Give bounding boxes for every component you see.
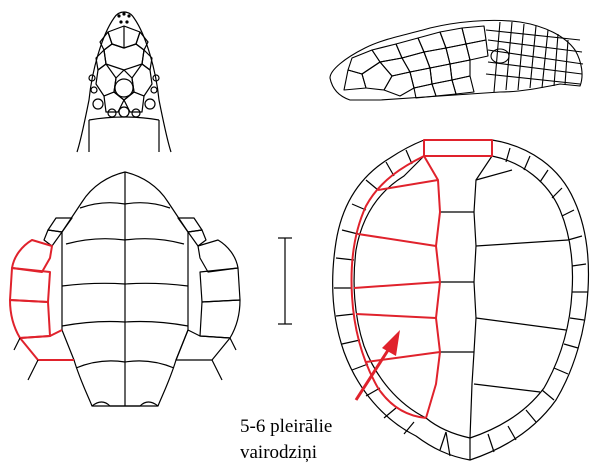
carapace-dorsal-view	[333, 140, 589, 460]
annotation-label-line2: vairodziņi	[240, 442, 317, 463]
head-side-view	[330, 20, 583, 100]
scale-bar	[278, 238, 292, 324]
head-top-view	[77, 12, 171, 152]
plastron-left-inframarginals	[10, 240, 74, 360]
annotation-label-line1: 5-6 pleirālie	[240, 416, 332, 437]
plastron-ventral-view	[44, 172, 240, 406]
